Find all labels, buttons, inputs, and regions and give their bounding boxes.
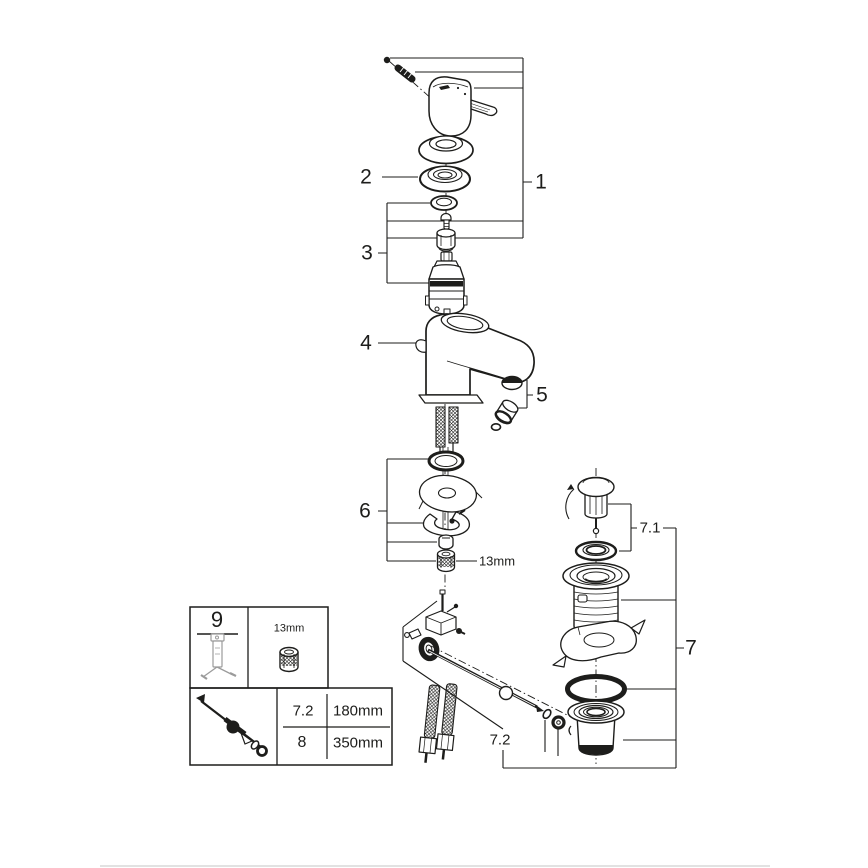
- legend-tool-label: 9: [210, 607, 224, 632]
- drain-plug-drawing: [565, 476, 615, 535]
- horseshoe-clamp-drawing: [422, 509, 471, 537]
- callout-1-label: 1: [535, 170, 547, 194]
- cap-ring-drawing: [418, 135, 474, 165]
- legend-row2-len: 350mm: [332, 734, 384, 752]
- callout-2-label: 2: [360, 165, 372, 189]
- mounting-plate-drawing: [418, 474, 483, 513]
- aerator-drawing: [490, 375, 523, 431]
- footer-divider: [100, 865, 770, 867]
- faucet-body-drawing: [415, 312, 535, 404]
- callout-7-1-label: 7.1: [639, 519, 661, 537]
- callout-lines-3: [378, 202, 430, 284]
- handle-lever-drawing: [428, 76, 498, 137]
- handle-screw-drawing: [383, 56, 416, 83]
- nut-13mm-drawing: [436, 549, 456, 573]
- adapter-nut-drawing: [436, 228, 456, 252]
- drain-body-drawing: [567, 700, 625, 756]
- popup-rod-drawing: [427, 648, 566, 730]
- nut-size-label: 13mm: [478, 553, 516, 569]
- callout-7-label: 7: [685, 636, 697, 660]
- callout-7-2-label: 7.2: [489, 731, 511, 749]
- locking-nut-drawing: [438, 534, 454, 550]
- legend-row1-len: 180mm: [332, 702, 384, 720]
- callout-4-label: 4: [360, 331, 372, 355]
- grub-screw-drawing: [440, 212, 452, 231]
- callout-6-label: 6: [359, 499, 371, 523]
- callout-lines-7-1: [608, 503, 676, 552]
- callout-5-label: 5: [536, 383, 548, 407]
- callout-lines-6: [378, 458, 477, 562]
- callout-lines: [378, 57, 684, 769]
- rod-kit-drawing: [196, 694, 268, 757]
- parts: [383, 56, 646, 763]
- tool-9-drawing: [200, 633, 237, 680]
- legend-row1-ref: 7.2: [292, 702, 314, 720]
- callout-lines-1: [387, 57, 532, 239]
- drain-clamp-drawing: [552, 619, 646, 668]
- callout-lines-7: [503, 528, 684, 769]
- escutcheon-ring-drawing: [419, 165, 471, 193]
- legend-nut-label: 13mm: [273, 622, 305, 635]
- legend-table-frame: [189, 606, 393, 766]
- stop-ring-drawing: [430, 195, 458, 211]
- mounting-oring-drawing: [427, 450, 465, 472]
- drain-flange-drawing: [562, 562, 630, 637]
- legend-row2-ref: 8: [297, 734, 307, 751]
- popup-pivot-drawing: [404, 589, 466, 662]
- callout-3-label: 3: [361, 241, 373, 265]
- plug-washer-drawing: [574, 540, 618, 562]
- nut-13mm-table-drawing: [279, 646, 299, 673]
- supply-hoses-drawing: [418, 683, 458, 763]
- cartridge-drawing: [425, 251, 468, 315]
